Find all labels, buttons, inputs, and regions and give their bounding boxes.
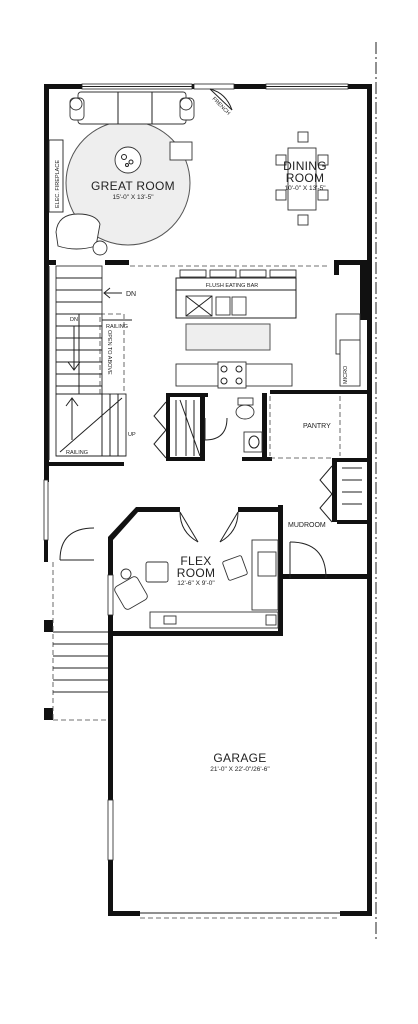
flex-room-dim: 12'-6" X 9'-0" — [177, 580, 215, 587]
open-to-above-label: OPEN TO ABOVE — [106, 330, 112, 375]
french-door: FRENCH — [209, 88, 233, 117]
closet-powder-pantry — [153, 396, 362, 523]
garage-name: GARAGE — [213, 751, 266, 765]
micro-label: MICRO — [343, 365, 349, 384]
interior-walls — [166, 265, 367, 524]
flex-room-name-line1: FLEX — [180, 554, 211, 568]
entry-porch — [43, 479, 114, 721]
dining-room-name-line2: ROOM — [286, 171, 325, 185]
flex-room-name-line2: ROOM — [177, 566, 216, 580]
dn-upper-label: DN — [126, 291, 136, 298]
mudroom-name: MUDROOM — [288, 522, 326, 529]
dining-room-name-line1: DINING — [283, 159, 327, 173]
kitchen: FLUSH EATING BAR MICRO — [130, 265, 361, 389]
mudroom-garage-door — [289, 541, 327, 579]
railing-lower-label: RAILING — [66, 450, 88, 456]
garage — [107, 799, 340, 919]
stairs — [48, 265, 132, 460]
great-room-furniture: ELEC. FIREPLACE — [48, 91, 195, 256]
railing-upper-label: RAILING — [106, 324, 128, 330]
pantry-name: PANTRY — [303, 423, 331, 430]
dining-table — [275, 131, 329, 226]
up-label: UP — [128, 432, 136, 438]
dining-room-dim: 10'-0" X 13'-5" — [284, 185, 326, 192]
great-room-name: GREAT ROOM — [91, 179, 175, 193]
garage-dim: 21'-0" X 22'-0"/26'-6" — [210, 766, 270, 773]
top-windows — [81, 83, 349, 90]
flush-eating-bar-label: FLUSH EATING BAR — [206, 283, 258, 289]
great-room-dim: 15'-0" X 13'-5" — [112, 194, 154, 201]
elec-fireplace — [48, 139, 64, 213]
elec-fireplace-label: ELEC. FIREPLACE — [55, 160, 61, 208]
flex-room-furniture — [114, 511, 279, 629]
dn-stair-label: DN — [70, 317, 78, 323]
